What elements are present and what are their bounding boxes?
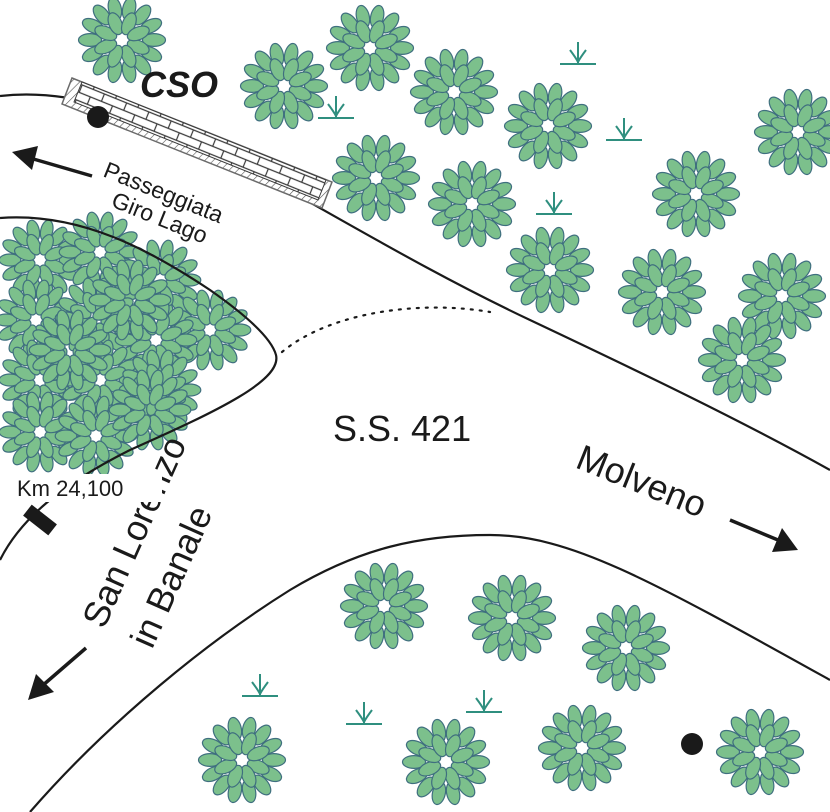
bush-tree-icon xyxy=(617,248,707,336)
bush-tree-icon xyxy=(239,42,329,130)
road-edge-south xyxy=(29,533,830,812)
site-label: CSO xyxy=(140,64,218,105)
grass-tuft-icon xyxy=(242,674,278,697)
direction-arrow-icon xyxy=(28,646,88,700)
direction-arrow-icon xyxy=(12,146,93,178)
bush-tree-icon xyxy=(197,716,287,804)
bush-tree-icon xyxy=(325,4,415,92)
bush-tree-icon xyxy=(537,704,627,792)
bush-tree-icon xyxy=(753,88,830,176)
km-marker-icon xyxy=(23,504,57,536)
grass-layer xyxy=(242,42,642,725)
grass-tuft-icon xyxy=(346,702,382,725)
bush-tree-icon xyxy=(651,150,741,238)
brick-wall-icon xyxy=(61,77,333,209)
road-name-label: S.S. 421 xyxy=(333,408,471,449)
sampling-point-icon xyxy=(681,733,703,755)
grass-tuft-icon xyxy=(606,118,642,141)
grass-tuft-icon xyxy=(466,690,502,713)
bush-tree-icon xyxy=(401,718,491,806)
grass-tuft-icon xyxy=(536,192,572,215)
bush-tree-icon xyxy=(467,574,557,662)
bush-tree-icon xyxy=(108,369,192,451)
bush-tree-icon xyxy=(503,82,593,170)
km-marker-label: Km 24,100 xyxy=(17,476,123,501)
bush-tree-icon xyxy=(505,226,595,314)
bush-tree-icon xyxy=(0,391,82,473)
grass-tuft-icon xyxy=(318,96,354,119)
bush-tree-icon xyxy=(28,309,112,391)
road-junction-dotted-line xyxy=(280,306,492,354)
bush-tree-icon xyxy=(409,48,499,136)
bush-tree-icon xyxy=(77,0,167,84)
bush-tree-icon xyxy=(715,708,805,796)
bush-tree-icon xyxy=(339,562,429,650)
bush-tree-icon xyxy=(331,134,421,222)
direction-arrow-icon xyxy=(729,518,798,552)
bush-tree-icon xyxy=(427,160,517,248)
bush-tree-icon xyxy=(581,604,671,692)
sampling-point-icon xyxy=(87,106,109,128)
bush-tree-icon xyxy=(88,259,172,341)
bush-tree-icon xyxy=(737,252,827,340)
km-label-background xyxy=(12,474,162,502)
bush-tree-icon xyxy=(697,316,787,404)
grass-tuft-icon xyxy=(560,42,596,65)
destination-molveno-label: Molveno xyxy=(571,436,713,525)
